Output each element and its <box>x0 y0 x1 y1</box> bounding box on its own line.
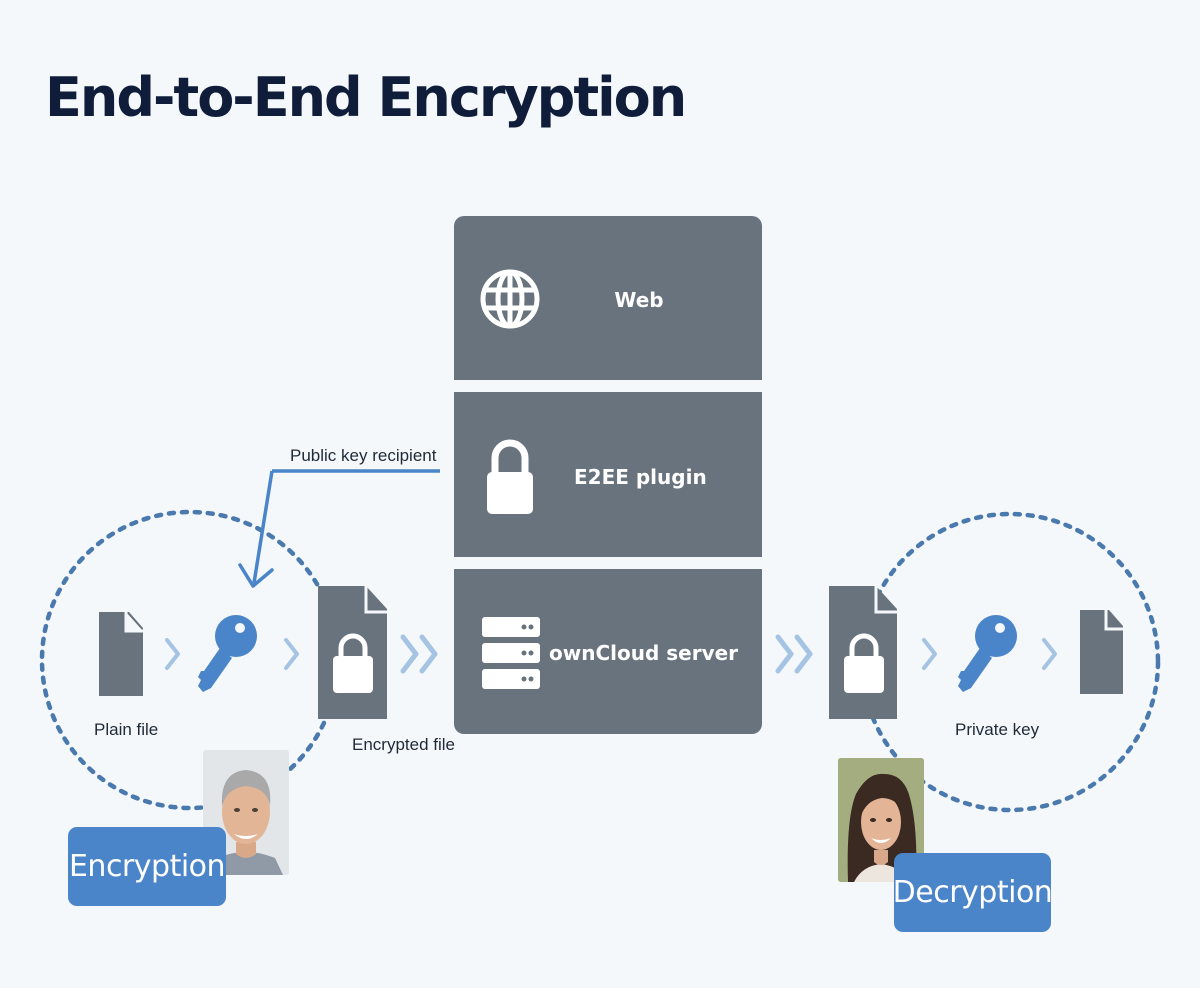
decryption-cycle-circle <box>859 511 1161 813</box>
encryption-badge: Encryption <box>68 827 226 906</box>
key-icon <box>958 615 1017 692</box>
web-label: Web <box>614 288 664 312</box>
chevron-right-icon <box>922 638 937 670</box>
e2ee-plugin-layer: E2EE plugin <box>454 392 762 557</box>
e2ee-plugin-label: E2EE plugin <box>574 465 707 489</box>
encrypted-file-icon <box>318 586 387 719</box>
owncloud-server-layer: ownCloud server <box>454 569 762 734</box>
public-key-arrow <box>238 469 440 588</box>
plain-file-icon <box>1080 610 1123 694</box>
public-key-recipient-label: Public key recipient <box>290 446 437 465</box>
chevron-right-icon <box>284 638 299 670</box>
decryption-badge: Decryption <box>893 853 1053 932</box>
key-icon <box>198 615 257 692</box>
server-stack: Web E2EE plugin ownCloud server <box>454 216 762 734</box>
web-layer: Web <box>454 216 762 380</box>
plain-file-icon <box>99 612 143 696</box>
lock-icon <box>487 439 533 514</box>
encrypted-file-label: Encrypted file <box>352 735 455 754</box>
globe-icon <box>480 269 540 329</box>
encrypted-file-icon <box>829 586 897 719</box>
owncloud-server-label: ownCloud server <box>549 641 739 665</box>
double-chevron-icon <box>400 634 438 674</box>
plain-file-label: Plain file <box>94 720 159 739</box>
double-chevron-icon <box>775 634 813 674</box>
page-title: End-to-End Encryption <box>45 66 687 129</box>
private-key-label: Private key <box>955 720 1040 739</box>
sender-avatar <box>203 750 289 875</box>
chevron-right-icon <box>1042 638 1057 670</box>
chevron-right-icon <box>165 638 180 670</box>
server-icon <box>482 617 540 689</box>
